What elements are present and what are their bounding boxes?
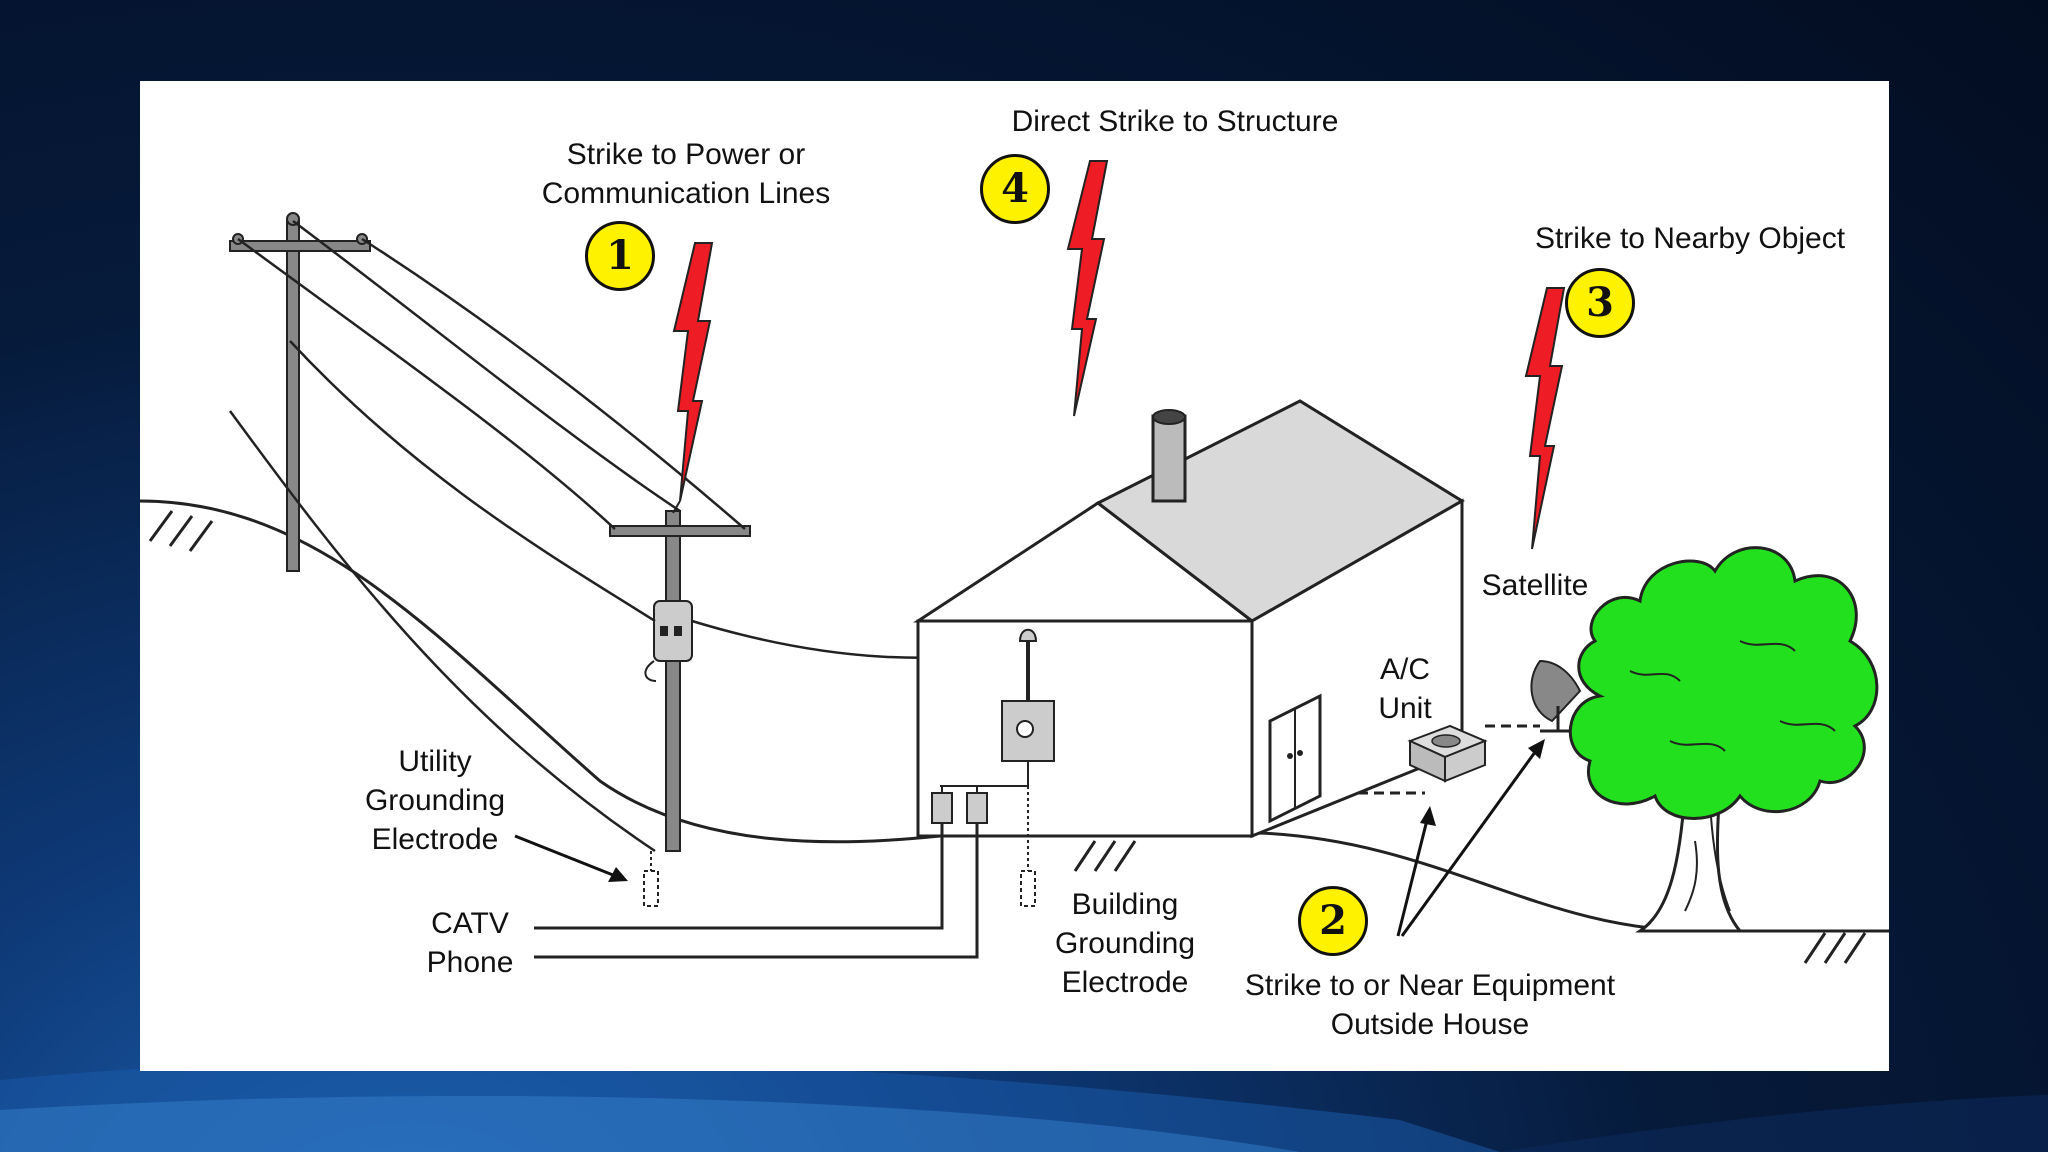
label-phone: Phone [426, 946, 514, 979]
label-direct-strike: Direct Strike to Structure [1011, 105, 1339, 138]
badge-4: 4 [980, 154, 1050, 224]
diagram-panel: 1 4 3 2 Strike to Power or Communication… [140, 81, 1889, 1071]
label-strike2-line1: Strike to or Near Equipment [1244, 969, 1616, 1002]
ground-line [140, 499, 1889, 933]
electric-meter [931, 628, 1055, 824]
lightning-bolt-1 [672, 242, 714, 502]
label-ac-line1: A/C [1379, 653, 1430, 686]
label-strike-power-lines: Strike to Power or Communication Lines [516, 135, 856, 213]
phone-line [534, 823, 979, 959]
lightning-bolt-4 [1066, 160, 1109, 417]
label-building-line1: Building [1071, 888, 1179, 921]
ac-unit [1407, 724, 1488, 783]
satellite-dish [1530, 659, 1582, 733]
label-ac-line2: Unit [1378, 692, 1432, 725]
label-strike1-line1: Strike to Power or [566, 138, 806, 171]
arrow-head-satellite [1528, 739, 1545, 759]
strike2-arrows [1396, 747, 1540, 937]
badge-1: 1 [585, 221, 655, 291]
lightning-bolts [672, 160, 1566, 550]
tree-canopy [1568, 546, 1879, 820]
label-utility-line2: Grounding [364, 784, 506, 817]
utility-pole-left [229, 212, 371, 572]
lightning-strike-diagram [140, 160, 1889, 964]
arrow-head-ac [1420, 806, 1436, 826]
tree [1568, 546, 1879, 933]
label-utility-grounding: Utility Grounding Electrode [335, 742, 535, 859]
building-grounding-electrode [1020, 870, 1036, 907]
label-building-line2: Grounding [1054, 927, 1196, 960]
label-strike1-line2: Communication Lines [541, 177, 831, 210]
badge-3: 3 [1565, 268, 1635, 338]
label-utility-line3: Electrode [371, 823, 499, 856]
label-building-grounding: Building Grounding Electrode [1025, 885, 1225, 1002]
chimney [1151, 409, 1187, 503]
ground-hatch [148, 510, 1867, 964]
arrow-head-utility [608, 867, 628, 882]
lightning-bolt-3 [1524, 287, 1566, 550]
label-utility-line1: Utility [398, 745, 472, 778]
label-strike2-line2: Outside House [1330, 1008, 1530, 1041]
badge-2: 2 [1298, 886, 1368, 956]
label-strike-nearby-object: Strike to Nearby Object [1534, 222, 1846, 255]
catv-line [534, 823, 944, 930]
label-ac-unit: A/C Unit [1355, 650, 1455, 728]
label-strike-equipment: Strike to or Near Equipment Outside Hous… [1210, 966, 1650, 1044]
power-lines [228, 219, 1021, 853]
utility-pole-right [609, 510, 751, 852]
label-catv: CATV [431, 907, 509, 940]
label-building-line3: Electrode [1061, 966, 1189, 999]
label-satellite: Satellite [1481, 569, 1589, 602]
house [912, 399, 1465, 839]
utility-grounding-electrode [643, 870, 659, 907]
